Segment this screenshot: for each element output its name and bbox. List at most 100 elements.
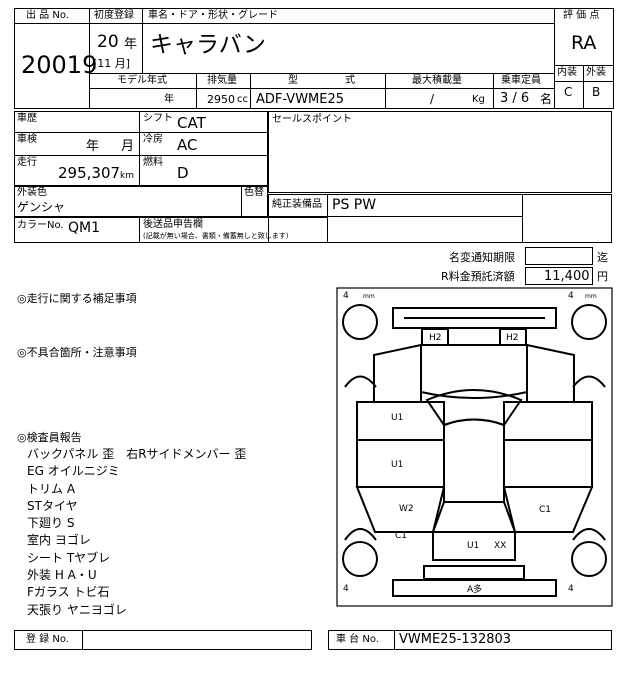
back-door-icon (432, 531, 516, 561)
model-type: ADF-VWME25 (256, 92, 345, 107)
capacity-unit: 名 (540, 92, 553, 106)
transfer-unit: 迄 (597, 251, 608, 264)
report-line: 下廻り S (27, 516, 75, 531)
inspection-year-unit: 年 (86, 139, 100, 154)
mark-u1-mid: U1 (391, 460, 403, 470)
fender-fl-icon (344, 375, 377, 388)
report-line: 室内 ヨゴレ (27, 533, 91, 548)
equipment-label: 純正装備品 (272, 199, 322, 210)
docs-note: (記載が無い場合、書類・備蓄無しと致します) (143, 232, 289, 240)
ac-label: 冷房 (143, 134, 163, 145)
reg-label: 初度登録 (94, 10, 134, 21)
chassis-box (328, 630, 612, 650)
grade-value: RA (571, 32, 597, 54)
ac-value: AC (177, 136, 198, 154)
lot-label: 出 品 No. (26, 10, 69, 21)
recycle-unit: 円 (597, 270, 608, 283)
report-line: バックパネル 歪 右Rサイドメンバー 歪 (27, 447, 247, 461)
report-line: シート Tヤブレ (27, 550, 111, 565)
report-line: 外装 H A・U (27, 568, 97, 583)
reg-year: 20 (97, 32, 119, 52)
reg-no-box (14, 630, 312, 650)
interior-label: 内装 (557, 67, 577, 78)
tire-depth-bl: 4 (343, 584, 349, 594)
ext-color-box (14, 185, 268, 217)
header-frame (14, 8, 614, 109)
ext-color-value: ゲンシャ (17, 200, 66, 214)
ext-color-label: 外装色 (17, 187, 47, 198)
load-label: 最大積載量 (412, 75, 462, 86)
equipment-value: PS PW (332, 197, 377, 213)
exterior-grade: B (592, 85, 601, 99)
rear-lamp-icon (423, 565, 525, 580)
mark-h2-left: H2 (429, 333, 442, 343)
model-year-label: モデル年式 (117, 75, 167, 86)
chassis-label: 車 台 No. (336, 634, 379, 645)
recycle-amount-box (525, 267, 593, 285)
mark-u1-top: U1 (391, 413, 403, 423)
lot-number: 20019 (21, 51, 98, 79)
year-suffix: 年 (124, 37, 138, 52)
mark-a: A多 (467, 583, 482, 595)
mileage-unit: km (120, 171, 134, 181)
inspector-report: バックパネル 歪 右Rサイドメンバー 歪 EG オイルニジミ トリム A STタ… (27, 446, 307, 619)
tire-unit-tr: mm (585, 293, 597, 300)
interior-grade: C (564, 85, 573, 99)
mark-h2-right: H2 (506, 333, 519, 343)
shift-label: シフト (143, 113, 173, 124)
tire-front-left-icon (342, 304, 378, 340)
color-no-value: QM1 (68, 220, 101, 236)
inspection-label: 車検 (17, 134, 37, 145)
type-label-2: 式 (345, 75, 355, 86)
displacement: 2950 (207, 93, 235, 106)
fuel-label: 燃料 (143, 157, 163, 168)
mark-u1-bottom: U1 (467, 541, 479, 551)
tire-depth-br: 4 (568, 584, 574, 594)
shift-value: CAT (177, 114, 206, 132)
roof-icon (443, 418, 505, 503)
mark-xx: XX (494, 541, 506, 551)
car-name: キャラバン (150, 32, 266, 58)
load-unit: Kg (472, 94, 485, 105)
tire-depth-tl: 4 (343, 291, 349, 301)
mileage-label: 走行 (17, 157, 37, 168)
front-wing-left-icon (373, 343, 422, 403)
history-label: 車歴 (17, 113, 37, 124)
rear-bumper-icon (392, 579, 557, 597)
front-wing-right-icon (526, 343, 575, 403)
color-no-box (14, 217, 328, 243)
mark-w2: W2 (399, 504, 414, 514)
report-line: 天張り ヤニヨゴレ (27, 602, 127, 617)
capacity-label: 乗車定員 (501, 75, 541, 86)
inspection-month-unit: 月 (121, 139, 135, 154)
details-frame (14, 111, 268, 187)
fender-rr-icon (572, 528, 606, 541)
color-no-label: カラーNo. (17, 220, 64, 231)
max-load: / (430, 92, 435, 106)
mark-c1-left: C1 (395, 531, 407, 541)
transfer-deadline-box (525, 247, 593, 265)
side-panel-right-icon (503, 401, 593, 488)
report-line: Fガラス トビ石 (27, 585, 110, 600)
reg-no-label: 登 録 No. (26, 634, 69, 645)
capacity: 3 / 6 (500, 91, 530, 106)
sales-point-label: セールスポイント (272, 114, 352, 125)
defects-label: ◎不具合箇所・注意事項 (17, 346, 137, 359)
fender-fr-icon (572, 375, 606, 388)
sales-point-box (268, 111, 612, 193)
exterior-label: 外装 (586, 67, 606, 78)
tire-rear-right-icon (571, 541, 607, 577)
front-bumper-icon (392, 307, 557, 329)
model-year-unit: 年 (164, 94, 174, 105)
name-label: 車名・ドア・形状・グレード (148, 10, 278, 21)
type-label-1: 型 (288, 75, 298, 86)
color-change-label: 色替 (244, 187, 264, 198)
driving-notes-label: ◎走行に関する補足事項 (17, 292, 137, 305)
mark-c1-right: C1 (539, 505, 551, 515)
docs-label: 後送品申告欄 (143, 219, 203, 230)
transfer-deadline-label: 名変通知期限 (449, 251, 515, 264)
report-line: STタイヤ (27, 498, 78, 513)
fuel-value: D (177, 164, 189, 182)
